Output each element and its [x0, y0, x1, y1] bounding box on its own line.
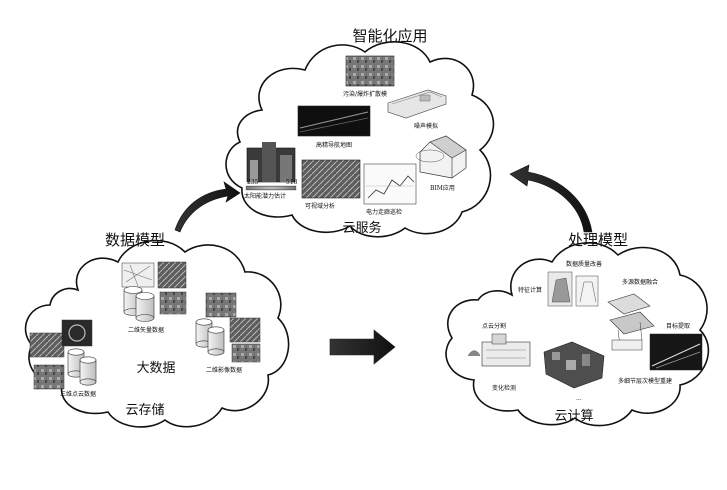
service-cloud-name: 云服务 — [342, 220, 381, 236]
pointcloud-database-icon — [67, 348, 97, 386]
target-label: 目标提取 — [666, 322, 690, 330]
feature-label: 特征计算 — [518, 286, 542, 294]
image-tile-2 — [229, 317, 261, 343]
storage-cloud-heading: 数据模型 — [105, 231, 165, 249]
pointcloud-tile-1 — [29, 332, 65, 358]
visibility-image — [301, 159, 361, 199]
hd-map-label: 高精导航地图 — [316, 141, 352, 149]
pollution-image — [345, 55, 395, 87]
compute-cloud-heading: 处理模型 — [568, 231, 628, 249]
curved-arrow-icon — [174, 181, 241, 233]
hd-map-image — [297, 105, 371, 137]
vector-label: 二维矢量数据 — [128, 326, 164, 334]
vector-tile-2 — [157, 261, 187, 289]
compute-cloud-outline — [445, 242, 710, 427]
powerline-label: 电力走廊巡检 — [366, 208, 402, 216]
image-tile-3 — [231, 343, 261, 363]
solar-colorbar — [245, 185, 297, 191]
solar-building-image — [246, 142, 296, 183]
storage-center-label: 大数据 — [136, 361, 175, 376]
service-cloud-heading: 智能化应用 — [352, 27, 427, 45]
lod-label: 多细节层次模型重建 — [618, 377, 672, 385]
compute-cloud-name: 云计算 — [554, 409, 593, 424]
image-database-icon — [195, 318, 225, 356]
solar-scale-min: 235 — [247, 179, 259, 186]
quality-label: 数据质量改善 — [566, 260, 602, 268]
vector-tile-3 — [159, 291, 187, 315]
pointcloud-ring — [68, 324, 86, 342]
target-image — [649, 333, 703, 371]
noise-label: 噪声模拟 — [414, 122, 438, 130]
segmentation-image — [467, 333, 531, 367]
image-label: 二维影像数据 — [206, 366, 242, 374]
image-tile-1 — [205, 292, 237, 318]
compute-cloud: 处理模型 数据质量改善 特征计算 多源数据融合 目标提取 点云分割 — [445, 231, 710, 427]
solar-scale-max: 518 — [286, 179, 298, 186]
block-arrow-icon — [329, 329, 396, 365]
visibility-label: 可视域分析 — [305, 202, 335, 210]
storage-cloud-name: 云存储 — [125, 403, 164, 418]
bim-house-image — [415, 135, 467, 179]
segmentation-label: 点云分割 — [482, 322, 506, 330]
bim-label: BIM应用 — [430, 184, 455, 192]
solar-label: 太阳能潜力估计 — [244, 192, 286, 200]
vector-database-icon — [123, 286, 155, 322]
quality-image — [547, 271, 599, 307]
fusion-image — [607, 293, 655, 351]
vector-tile-1-lines — [123, 264, 153, 287]
powerline-image — [363, 163, 417, 205]
curved-arrow-icon — [509, 164, 593, 233]
fusion-label: 多源数据融合 — [622, 278, 658, 286]
change-label: 变化检测 — [492, 384, 516, 392]
ellipsis-label: ... — [576, 395, 582, 402]
pollution-label: 污染/爆炸扩散模 — [343, 90, 387, 98]
pointcloud-label: 三维点云数据 — [60, 390, 96, 398]
service-cloud: 智能化应用 污染/爆炸扩散模 噪声模拟 高精导航地图 BIM应用 — [225, 27, 495, 238]
storage-cloud: 数据模型 二维矢量数据 二维影像数据 — [24, 231, 290, 428]
pointcloud-tile-2 — [61, 319, 93, 347]
change-detection-image — [543, 341, 605, 389]
pointcloud-tile-3 — [33, 364, 65, 390]
noise-model-image — [387, 89, 447, 119]
